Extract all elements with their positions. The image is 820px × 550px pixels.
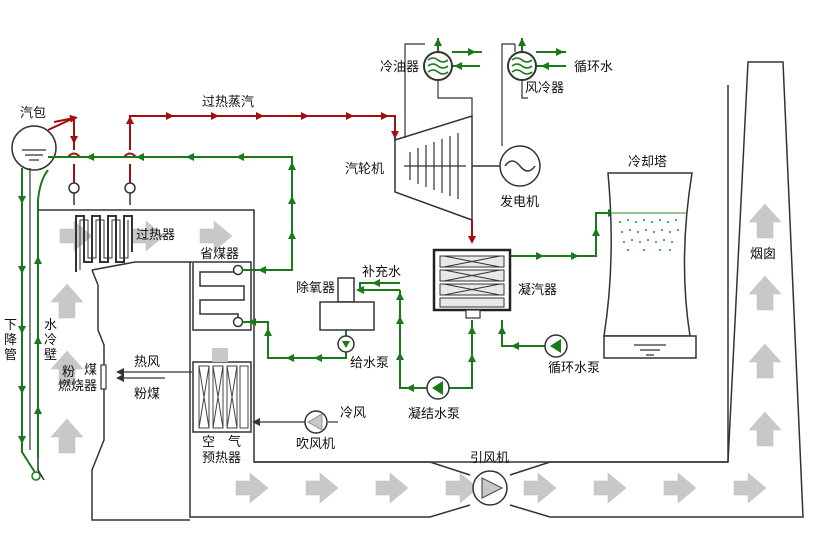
downcomer-pipe bbox=[18, 168, 49, 481]
label-air-cooler: 风冷器 bbox=[525, 81, 564, 96]
label-generator: 发电机 bbox=[500, 194, 539, 210]
superheater-header-right bbox=[124, 182, 136, 194]
steam-turbine bbox=[394, 114, 500, 222]
superheater-header-left bbox=[68, 182, 80, 194]
feed-pump bbox=[337, 335, 355, 353]
boiler-furnace bbox=[37, 61, 804, 521]
label-hot-air: 热风 bbox=[134, 355, 160, 370]
label-cooling-tower: 冷却塔 bbox=[628, 155, 667, 170]
cooler-ducts bbox=[404, 43, 528, 146]
oil-cooler bbox=[423, 51, 453, 81]
induced-draft-fan bbox=[472, 470, 508, 506]
label-downcomer-3: 管 bbox=[4, 348, 17, 363]
air-cooler bbox=[507, 51, 537, 81]
superheater-coil bbox=[75, 215, 133, 272]
label-burner-2: 煤 bbox=[84, 363, 97, 378]
label-condenser: 凝汽器 bbox=[518, 282, 557, 298]
label-deaerator: 除氧器 bbox=[296, 281, 335, 296]
label-downcomer-1: 下 bbox=[4, 318, 17, 333]
label-condensate-pump: 凝结水泵 bbox=[408, 406, 460, 422]
label-burner-1: 粉 bbox=[62, 365, 75, 380]
label-circulating-pump: 循环水泵 bbox=[548, 361, 600, 376]
label-burner-3: 燃烧器 bbox=[58, 378, 97, 394]
condensate-pump bbox=[426, 376, 450, 400]
condenser bbox=[432, 248, 512, 319]
label-air-preheater-2: 预热器 bbox=[202, 451, 241, 466]
label-waterwall-2: 冷 bbox=[44, 333, 57, 348]
label-economizer: 省煤器 bbox=[200, 247, 239, 262]
label-circulating-water: 循环水 bbox=[574, 60, 613, 75]
label-blower: 吹风机 bbox=[296, 437, 335, 452]
label-cold-air: 冷风 bbox=[340, 406, 366, 421]
label-superheated-steam: 过热蒸汽 bbox=[202, 95, 254, 110]
burner bbox=[100, 364, 192, 390]
blower-fan bbox=[252, 410, 338, 434]
label-drum: 汽包 bbox=[20, 106, 46, 121]
label-oil-cooler: 冷油器 bbox=[380, 60, 419, 75]
label-induced-fan: 引风机 bbox=[470, 451, 509, 466]
generator bbox=[499, 145, 541, 187]
deaerator bbox=[319, 277, 375, 331]
label-turbine: 汽轮机 bbox=[345, 162, 384, 177]
label-feed-pump: 给水泵 bbox=[350, 356, 389, 371]
label-waterwall-3: 壁 bbox=[44, 348, 57, 363]
label-downcomer-2: 降 bbox=[4, 333, 17, 348]
label-waterwall-1: 水 bbox=[44, 318, 57, 333]
label-superheater: 过热器 bbox=[136, 228, 175, 243]
circulating-pump bbox=[544, 334, 568, 358]
label-chimney: 烟囱 bbox=[750, 247, 776, 262]
label-pulverized-coal: 粉煤 bbox=[134, 387, 160, 402]
economizer bbox=[192, 261, 252, 331]
label-air-preheater-1: 空 气 bbox=[202, 434, 241, 450]
steam-drum bbox=[11, 125, 57, 171]
air-preheater bbox=[192, 348, 252, 433]
steam-lines bbox=[47, 112, 476, 244]
water-lines bbox=[48, 38, 616, 392]
label-makeup-water: 补充水 bbox=[362, 264, 401, 280]
cooling-tower bbox=[603, 172, 697, 359]
labels: 汽包 过热蒸汽 冷油器 风冷器 循环水 汽轮机 发电机 冷却塔 烟囱 过热器 省… bbox=[4, 60, 776, 466]
